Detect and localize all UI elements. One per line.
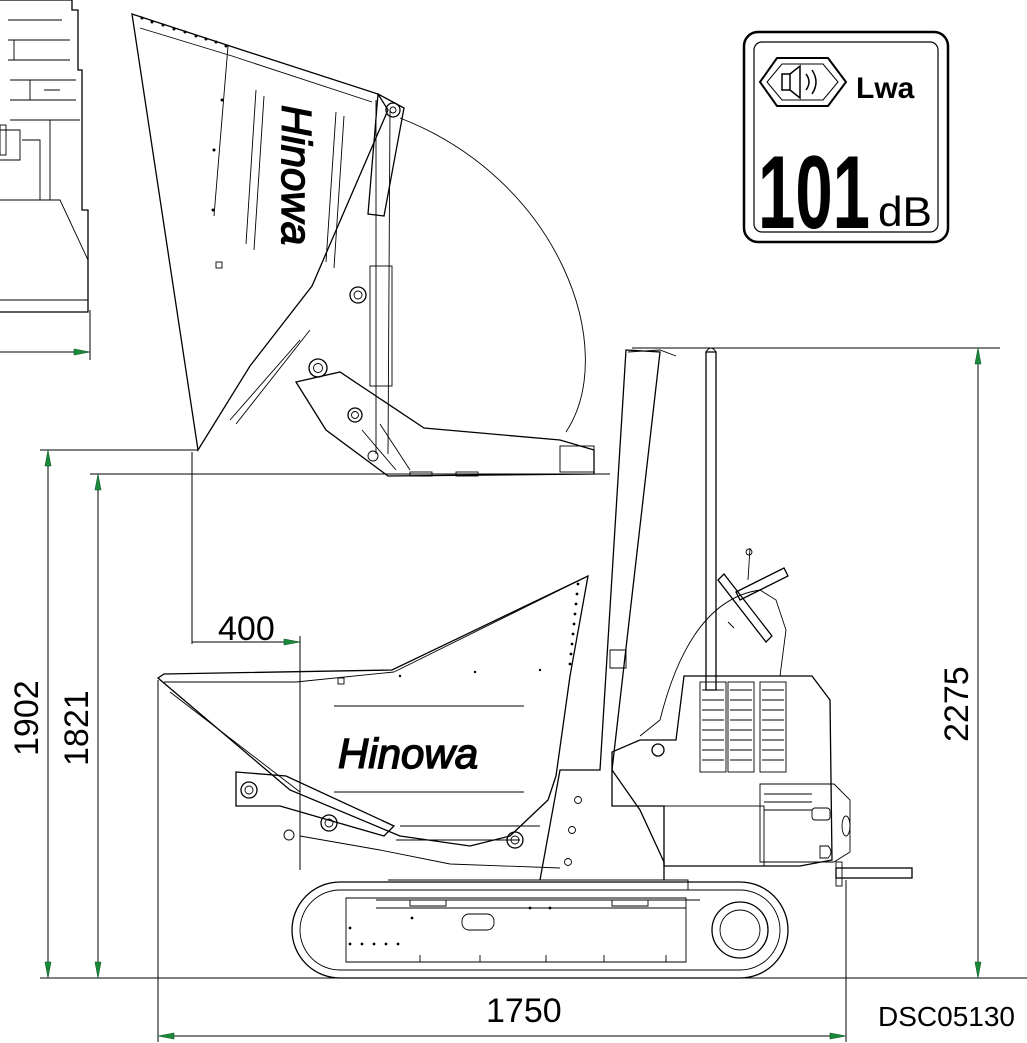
speaker-in-hexagon-icon — [758, 57, 848, 107]
noise-value: 101 — [758, 135, 870, 251]
raised-bucket-dots — [140, 16, 228, 212]
reference-code: DSC05130 — [878, 1001, 1015, 1032]
raised-bucket: Hinowa — [131, 13, 595, 477]
raised-bucket-brand: Hinowa — [273, 105, 320, 245]
dim-1902-label: 1902 — [8, 680, 46, 756]
engine-grille — [702, 689, 784, 761]
track-bolts — [348, 906, 552, 946]
dim-400-label: 400 — [218, 610, 275, 648]
lowered-bucket-brand: Hinowa — [338, 730, 478, 777]
dim-1750-label: 1750 — [486, 992, 562, 1030]
engine-housing — [611, 547, 913, 887]
noise-unit: dB — [878, 188, 932, 235]
noise-level-label: Lwa 101 dB — [742, 30, 950, 251]
front-view-partial — [0, 0, 91, 360]
machine-side-view: Hinowa — [156, 347, 913, 979]
dim-1821-label: 1821 — [58, 690, 96, 766]
lowered-bucket: Hinowa — [156, 574, 589, 869]
chassis — [539, 347, 717, 881]
track-undercarriage — [291, 879, 789, 979]
dimension-labels: 400 1902 1821 2275 1750 DSC05130 — [8, 610, 1015, 1032]
dimension-lines — [40, 347, 1027, 1042]
bucket-rivets — [398, 582, 580, 678]
dim-2275-label: 2275 — [938, 666, 976, 742]
noise-symbol: Lwa — [856, 72, 915, 105]
